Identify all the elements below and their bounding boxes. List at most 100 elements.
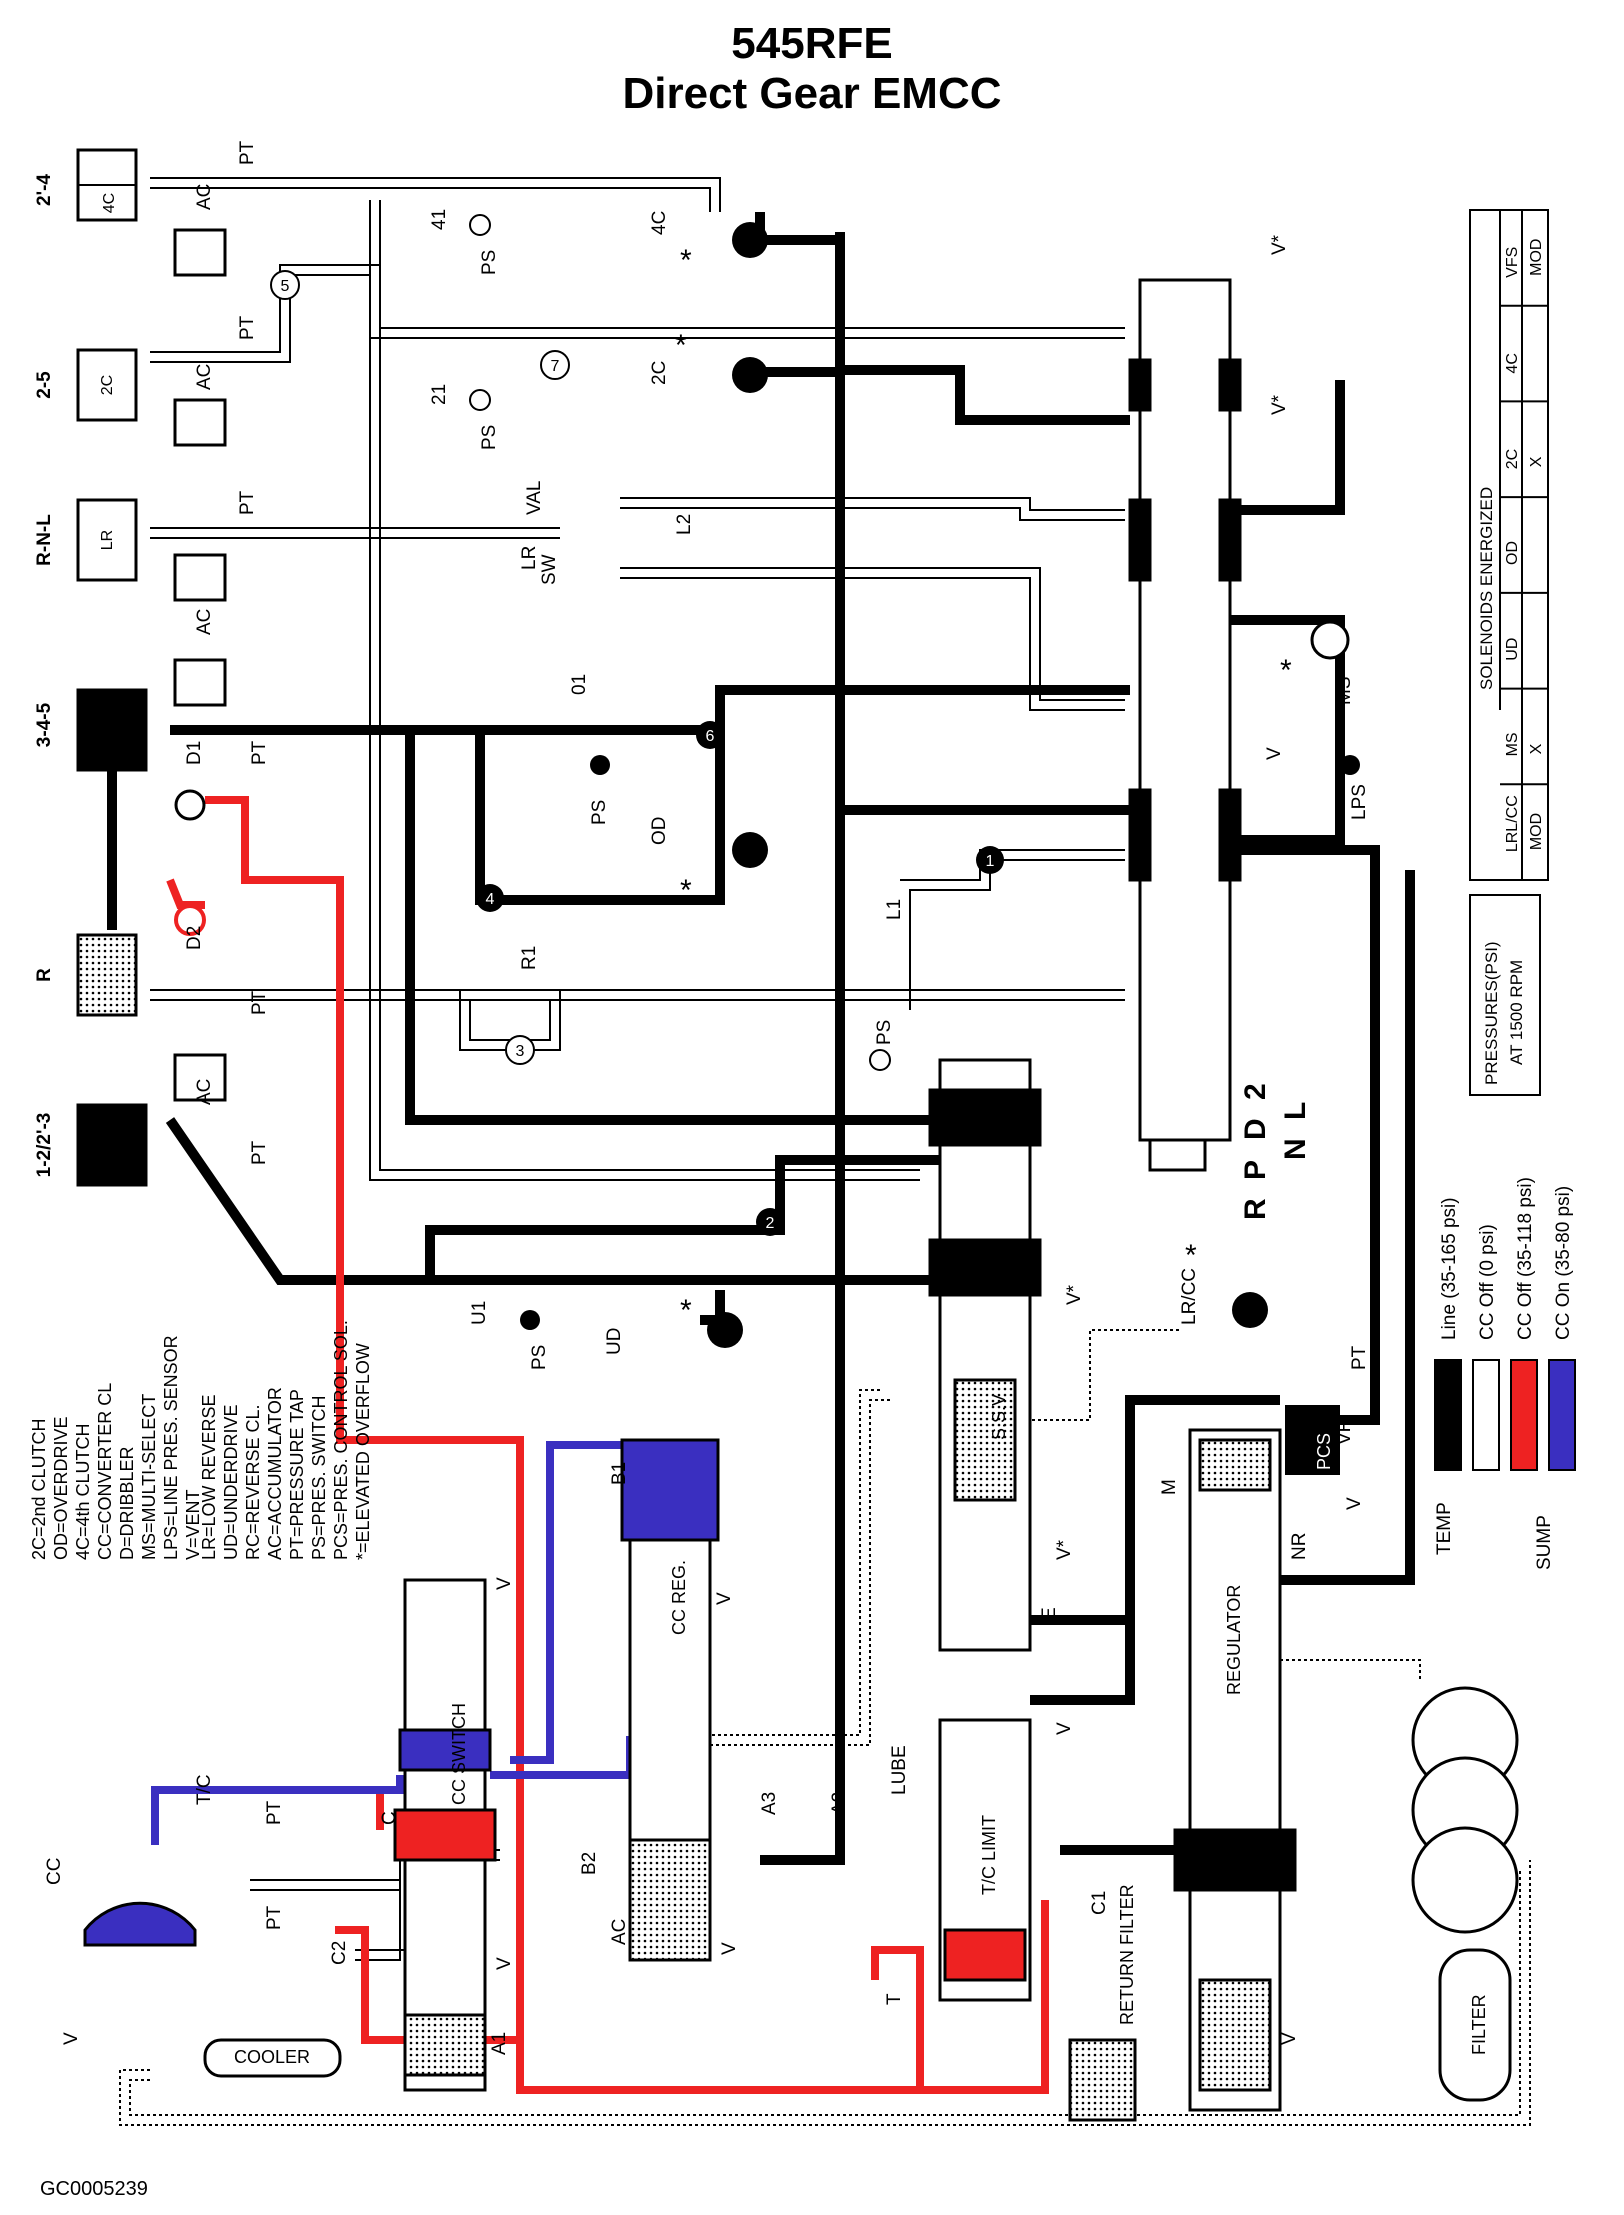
line-u1 xyxy=(425,1155,940,1280)
label-regulator: REGULATOR xyxy=(1224,1585,1244,1695)
solenoids xyxy=(707,222,1350,1475)
abbrev-item: PCS=PRES. CONTROL SOL. xyxy=(331,1320,351,1560)
line-4-loop xyxy=(475,730,725,905)
label-val: VAL xyxy=(524,480,545,515)
label-ssv: S.S.V xyxy=(989,1394,1009,1440)
label-sol-ud: UD xyxy=(604,1328,625,1355)
label-pt-od: PT xyxy=(249,740,270,765)
label-v-cc: V xyxy=(494,1957,515,1970)
abbrev-item: D=DRIBBLER xyxy=(117,1446,137,1560)
pressure-switch-u1 xyxy=(520,1310,540,1330)
solenoid-column-value: MOD xyxy=(1528,239,1545,276)
pressure-switch-41 xyxy=(469,214,491,236)
tc-limit-valve xyxy=(938,1718,1032,2002)
clutch-lr-gear: R-N-L xyxy=(34,514,55,566)
label-e: E xyxy=(1039,1607,1060,1620)
accumulator-4c xyxy=(173,228,227,277)
white-passage-mid-vert xyxy=(369,200,920,1181)
legend-label: CC Off (35-118 psi) xyxy=(1515,1177,1536,1340)
label-ps-01: PS xyxy=(589,800,610,825)
label-b1: B1 xyxy=(609,1462,630,1485)
clutch-rc: R xyxy=(34,933,138,1017)
label-v-cooler: V xyxy=(61,2032,82,2045)
label-ps-u1: PS xyxy=(529,1345,550,1370)
label-r1: R1 xyxy=(519,946,540,970)
svg-text:6: 6 xyxy=(706,728,715,745)
solenoid-od xyxy=(732,832,768,868)
label-pt-rc: PT xyxy=(249,990,270,1015)
label-cc: CC xyxy=(44,1858,65,1885)
clutch-2c-gear: 2-5 xyxy=(34,371,55,399)
label-ps-41: PS xyxy=(479,250,500,275)
label-m: M xyxy=(1159,1479,1180,1495)
label-pt-ud: PT xyxy=(249,1140,270,1165)
check-valve-5 xyxy=(270,270,300,300)
star-ud: * xyxy=(680,1294,692,1327)
white-passage-mid-vert-inner xyxy=(379,200,920,1171)
red-d2 xyxy=(166,878,205,909)
solenoid-column-value: X xyxy=(1528,743,1545,754)
check-valve-1 xyxy=(976,846,1004,874)
abbrev-item: 4C=4th CLUTCH xyxy=(73,1423,93,1560)
cooler xyxy=(203,2038,342,2078)
label-v-ac: V xyxy=(719,1942,740,1955)
label-vstar-mid: V* xyxy=(1269,394,1290,415)
label-sw: SW xyxy=(539,554,560,585)
check-valve-4 xyxy=(476,884,504,912)
check-valve-6 xyxy=(696,721,724,749)
svg-text:5: 5 xyxy=(281,278,290,295)
svg-text:3: 3 xyxy=(516,1043,525,1060)
label-nr: NR xyxy=(1289,1533,1310,1560)
red-d1 xyxy=(205,796,1049,2094)
regulator-valve xyxy=(1173,1428,1297,2112)
white-passage-r1-inner xyxy=(469,1000,551,1041)
diagram-labels: PT AC 41 PS 4C * V* PT AC 21 PS 2C * V* … xyxy=(44,140,1555,2067)
solenoid-column-value: X xyxy=(1528,456,1545,467)
label-l2: L2 xyxy=(674,514,695,535)
dribbler-d1 xyxy=(174,789,206,821)
clutch-lr-label: LR xyxy=(99,530,116,550)
solenoid-column-name: UD xyxy=(1504,638,1521,661)
pressure-switch-l1 xyxy=(869,1049,891,1071)
label-ac-2c: AC xyxy=(194,364,215,390)
label-l1: L1 xyxy=(884,899,905,920)
dotted-passages xyxy=(119,1329,1531,2126)
label-temp: TEMP xyxy=(1434,1502,1455,1555)
line-pcs xyxy=(1260,870,1415,1585)
check-valve-3 xyxy=(505,1035,535,1065)
solenoid-table-header: SOLENOIDS ENERGIZED xyxy=(1477,487,1496,690)
dotted-cooler-b xyxy=(129,1870,1521,2116)
star-ms: * xyxy=(1280,654,1292,687)
white-passage-top xyxy=(150,177,721,212)
label-u1: U1 xyxy=(469,1301,490,1325)
line-vertical-main xyxy=(760,232,845,1865)
manual-positions: R P D 2 N L xyxy=(1239,1083,1312,1220)
position-n: N xyxy=(1279,1138,1312,1160)
position-2: 2 xyxy=(1239,1083,1272,1100)
clutch-ud-gear: 1-2/2'-3 xyxy=(34,1113,55,1178)
label-c1: C1 xyxy=(1089,1891,1110,1915)
label-vstar-ssv: V* xyxy=(1064,1284,1085,1305)
solenoid-column-name: MS xyxy=(1504,732,1521,756)
label-ccreg: CC REG. xyxy=(669,1560,689,1635)
line-lps xyxy=(1230,845,1380,1425)
abbrev-item: LR=LOW REVERSE xyxy=(199,1394,219,1560)
solenoid-ms xyxy=(1310,620,1350,660)
label-vstar-ssv-low: V* xyxy=(1054,1539,1075,1560)
label-lrcc: LR/CC xyxy=(1179,1268,1200,1325)
line-pressure-passages xyxy=(165,212,1415,1865)
abbrev-item: UD=UNDERDRIVE xyxy=(221,1404,241,1560)
dotted-cooler-a xyxy=(119,1860,1531,2126)
cc-off-pressure-passages xyxy=(166,796,1049,2094)
abbrev-item: PS=PRES. SWITCH xyxy=(309,1395,329,1560)
clutch-od-gear: 3-4-5 xyxy=(34,702,55,747)
pressure-legend: Line (35-165 psi)CC Off (0 psi)CC Off (3… xyxy=(1434,1177,1576,1471)
solenoid-column-name: 4C xyxy=(1504,353,1521,373)
abbrev-item: CC=CONVERTER CL xyxy=(95,1383,115,1560)
position-d: D xyxy=(1239,1118,1272,1140)
legend-swatch xyxy=(1472,1359,1500,1471)
clutch-rc-gear: R xyxy=(34,968,55,982)
label-a3: A3 xyxy=(759,1792,780,1815)
return-filter xyxy=(1068,2038,1137,2122)
